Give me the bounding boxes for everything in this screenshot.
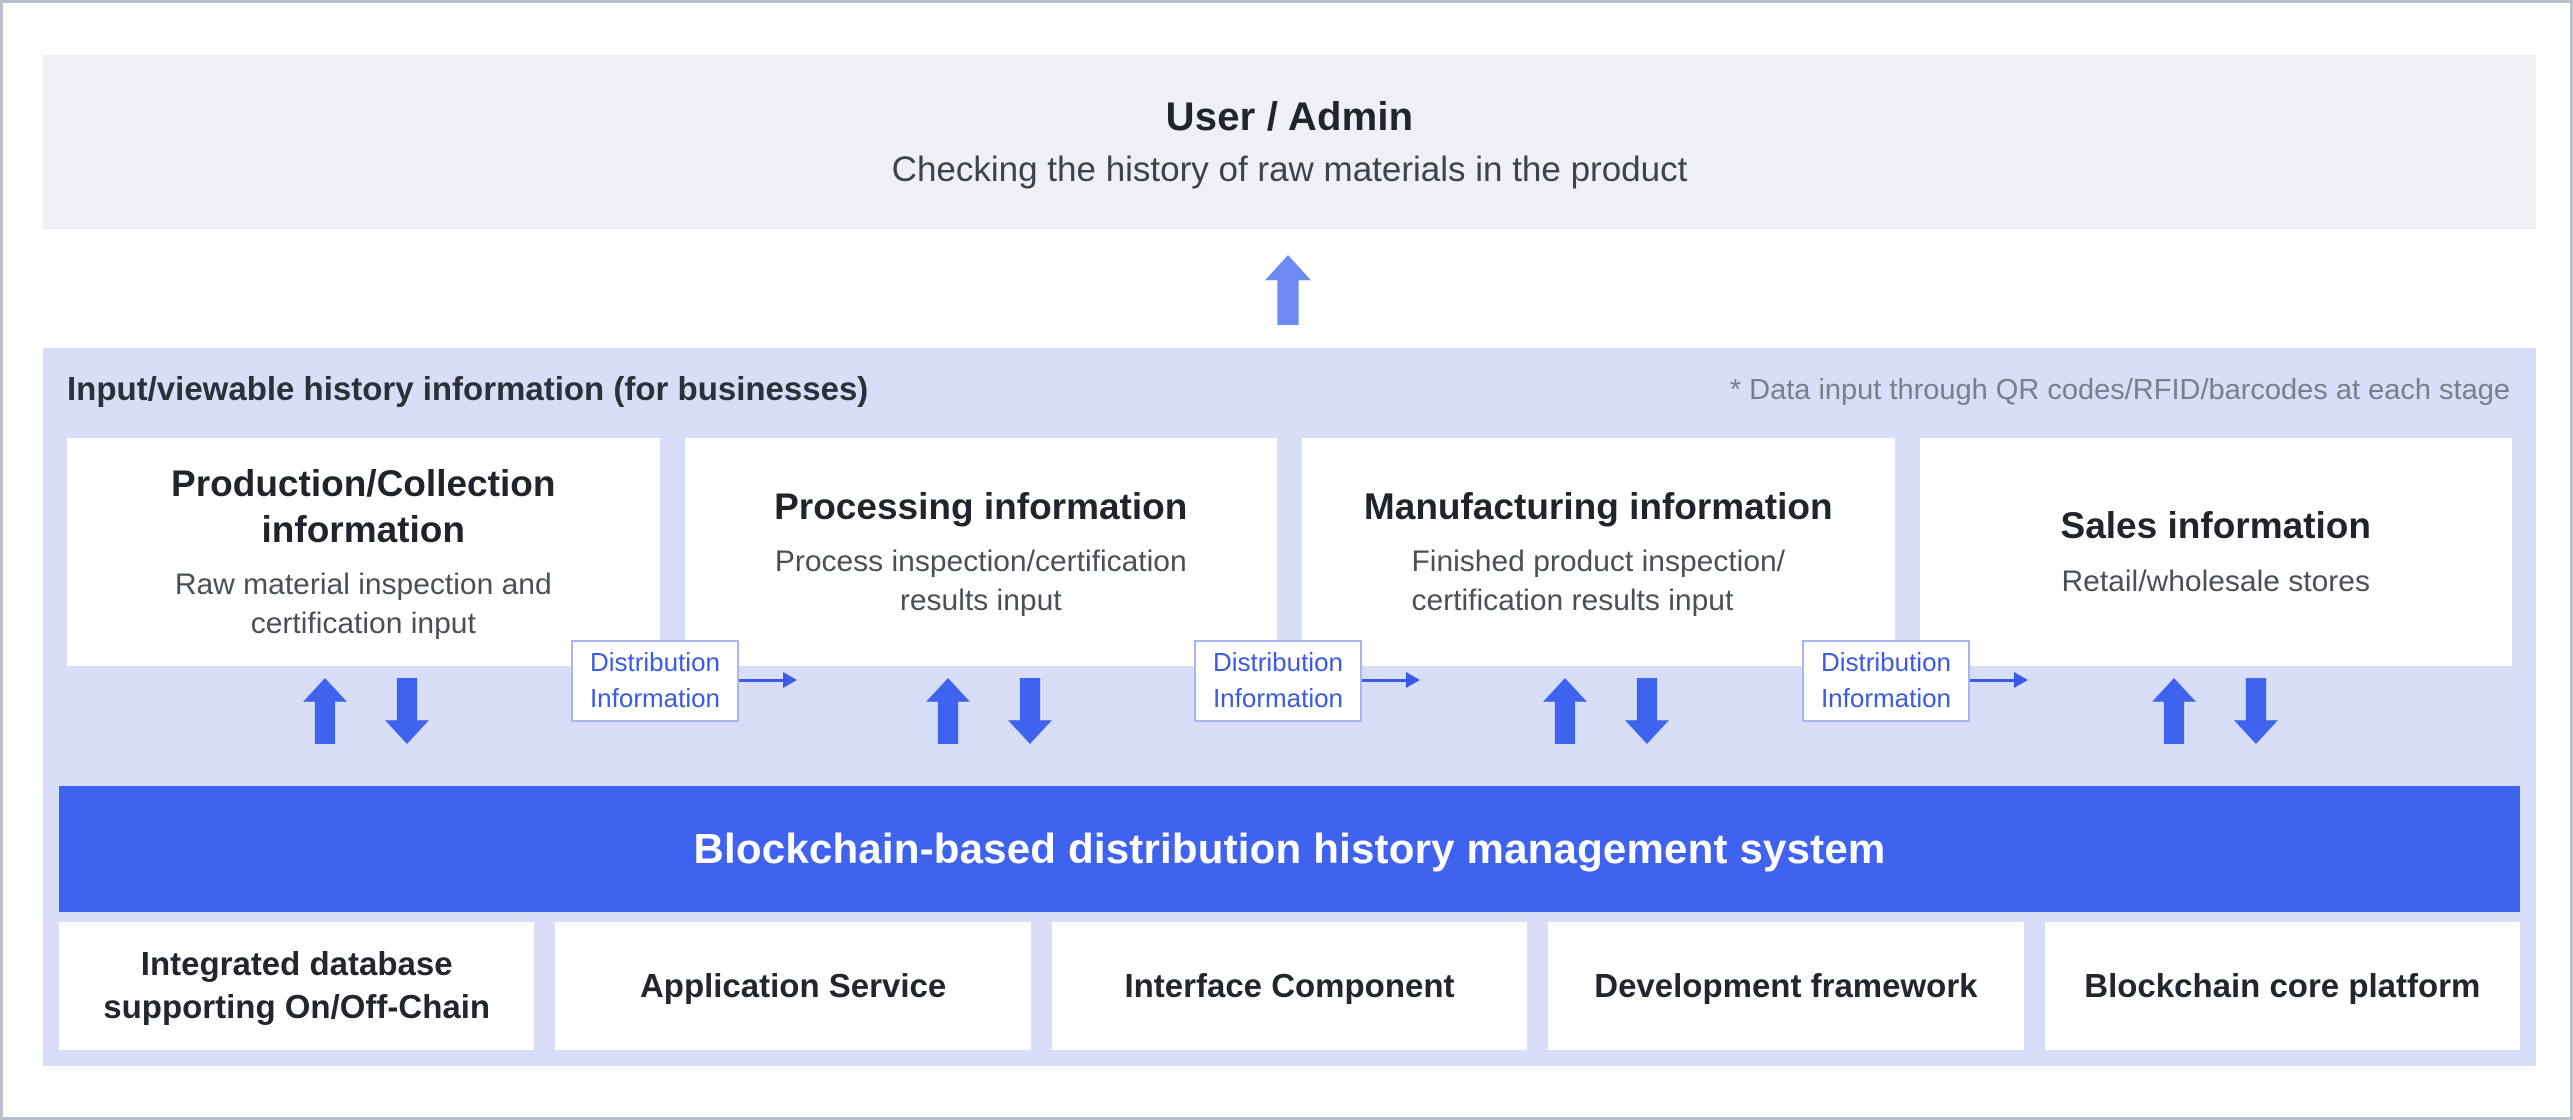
exchange-arrows-production [303,678,429,744]
distribution-info-box-2: Distribution Information [1194,640,1362,722]
up-arrow-icon [2152,678,2196,744]
foundation-label: Application Service [639,966,947,1004]
right-arrow-icon [1970,672,2028,688]
history-panel-title: Input/viewable history information (for … [67,370,869,407]
card-subtitle: Retail/wholesale stores [2061,564,2370,598]
exchange-arrows-processing [926,678,1052,744]
distribution-info-label: Distribution Information [589,647,721,713]
card-subtitle: Process inspection/certification results… [774,545,1187,618]
history-panel: Input/viewable history information (for … [43,348,2536,1066]
data-input-note: * Data input through QR codes/RFID/barco… [1729,374,2510,406]
card-manufacturing: Manufacturing information Finished produ… [1302,438,1895,666]
card-title: Manufacturing information [1363,485,1833,527]
distribution-info-box-3: Distribution Information [1802,640,1970,722]
down-arrow-icon [1008,678,1052,744]
blockchain-system-banner: Blockchain-based distribution history ma… [59,786,2520,912]
flow-up-arrow-icon [1265,255,1311,325]
foundation-label: Interface Component [1124,966,1455,1004]
card-title: Production/Collection information [171,462,556,550]
card-subtitle: Raw material inspection and certificatio… [174,568,552,641]
card-sales: Sales information Retail/wholesale store… [1919,438,2512,666]
foundation-label: Development framework [1594,966,1978,1004]
up-arrow-icon [303,678,347,744]
exchange-arrows-sales [2152,678,2278,744]
down-arrow-icon [385,678,429,744]
card-processing: Processing information Process inspectio… [684,438,1277,666]
foundation-components-row: Integrated database supporting On/Off-Ch… [59,922,2520,1050]
foundation-integrated-database: Integrated database supporting On/Off-Ch… [59,922,535,1050]
right-arrow-icon [739,672,797,688]
exchange-arrows-manufacturing [1543,678,1669,744]
user-admin-subtitle: Checking the history of raw materials in… [891,149,1688,189]
foundation-blockchain-core-platform: Blockchain core platform [2044,922,2520,1050]
card-title: Sales information [2060,505,2371,547]
right-arrow-icon [1362,672,1420,688]
foundation-label: Integrated database supporting On/Off-Ch… [103,945,491,1025]
user-admin-box: User / Admin Checking the history of raw… [43,55,2536,229]
foundation-label: Blockchain core platform [2084,966,2481,1004]
distribution-info-box-1: Distribution Information [571,640,739,722]
blockchain-system-banner-label: Blockchain-based distribution history ma… [693,825,1886,872]
card-title: Processing information [774,485,1188,527]
up-arrow-icon [1543,678,1587,744]
card-production-collection: Production/Collection information Raw ma… [67,438,660,666]
foundation-development-framework: Development framework [1548,922,2024,1050]
distribution-info-label: Distribution Information [1820,647,1952,713]
distribution-info-label: Distribution Information [1212,647,1344,713]
foundation-interface-component: Interface Component [1051,922,1528,1050]
down-arrow-icon [2234,678,2278,744]
user-admin-title: User / Admin [1165,94,1414,139]
card-subtitle: Finished product inspection/ certificati… [1411,545,1786,618]
foundation-application-service: Application Service [555,922,1031,1050]
stage-cards-row: Production/Collection information Raw ma… [67,438,2512,666]
up-arrow-icon [926,678,970,744]
down-arrow-icon [1625,678,1669,744]
